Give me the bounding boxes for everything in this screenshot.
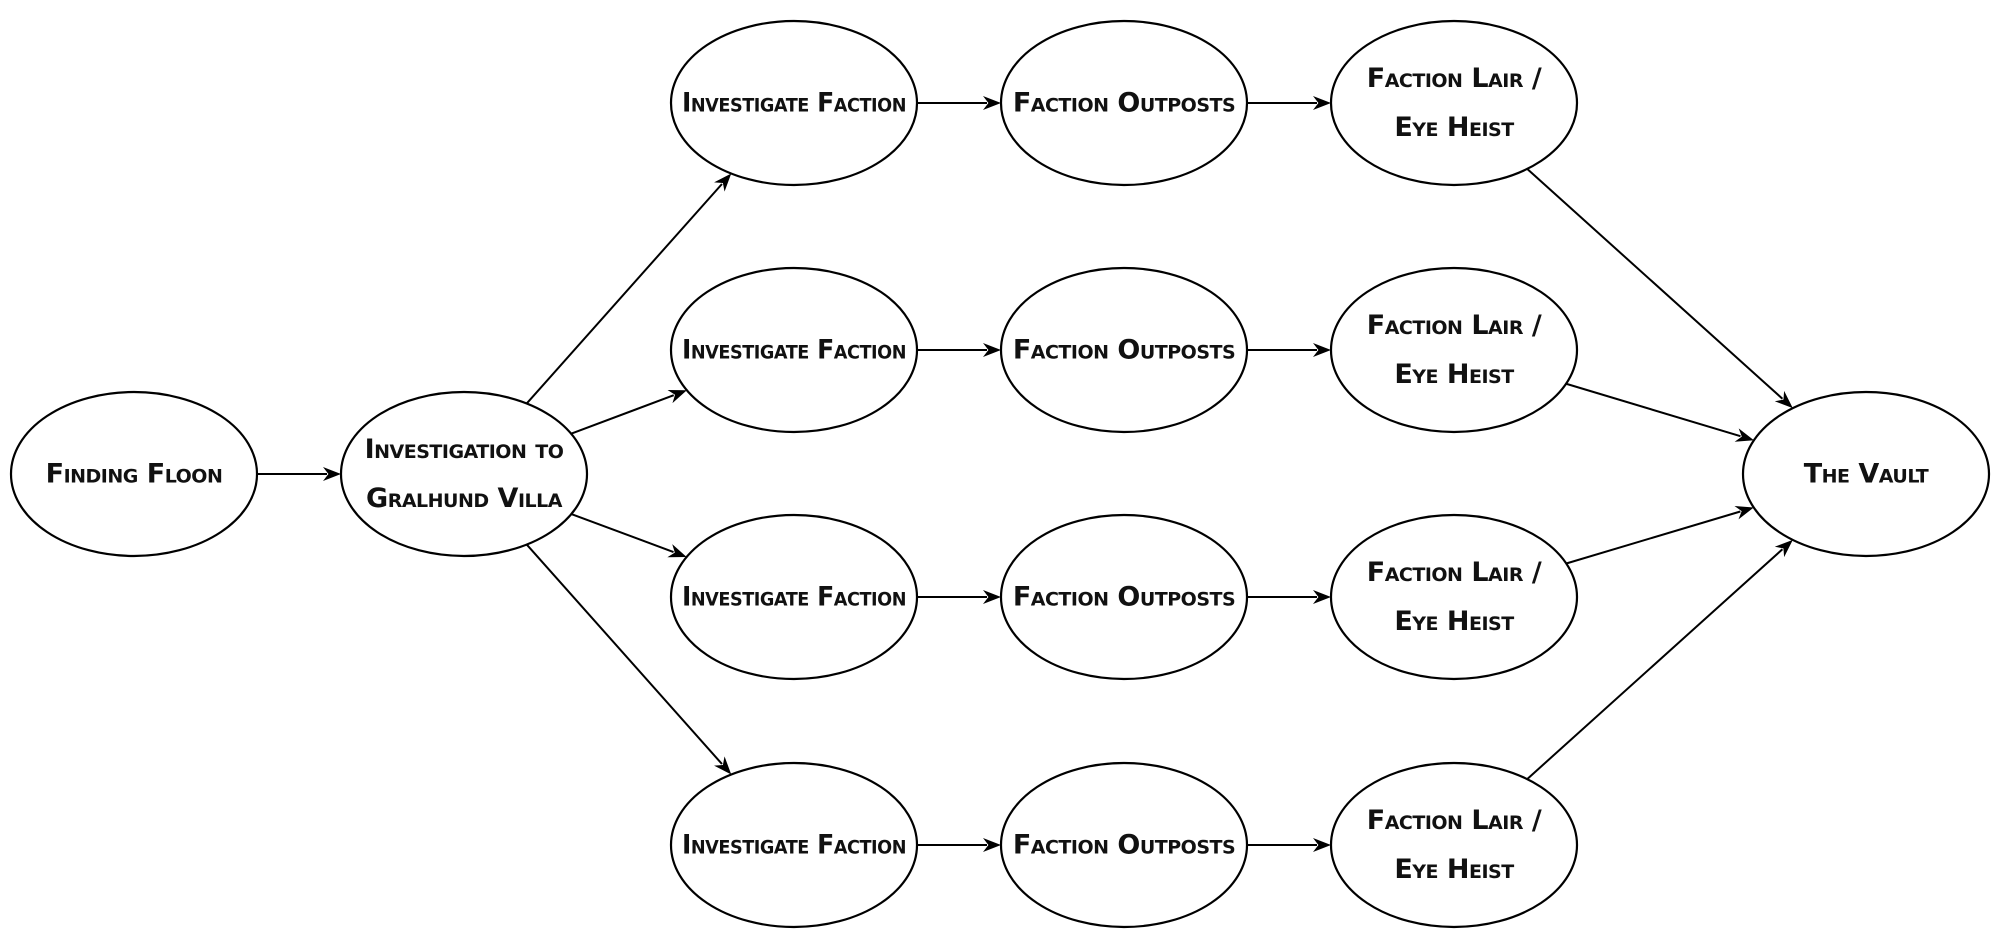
edge-line [1526, 168, 1784, 400]
edge-outposts-2-to-lair-2 [1247, 343, 1331, 357]
node-ellipse [1741, 390, 1991, 558]
node-ellipse [339, 390, 589, 558]
arrowhead-icon [983, 343, 1001, 357]
node-label: Faction Outposts [1013, 335, 1235, 366]
arrowhead-icon [1774, 539, 1793, 558]
arrowhead-icon [714, 756, 732, 775]
arrowhead-icon [1774, 390, 1793, 409]
node-outposts-4: Faction Outposts [999, 761, 1249, 929]
arrowhead-icon [1313, 96, 1331, 110]
node-label: Faction Lair / [1367, 63, 1542, 94]
node-ellipse [669, 19, 919, 187]
edge-outposts-4-to-lair-4 [1247, 838, 1331, 852]
arrowhead-icon [323, 467, 341, 481]
arrowhead-icon [1313, 343, 1331, 357]
node-investigate-2: Investigate Faction [669, 266, 919, 434]
edge-outposts-3-to-lair-3 [1247, 590, 1331, 604]
edge-investigation-villa-to-investigate-4 [525, 543, 732, 775]
arrowhead-icon [714, 173, 732, 192]
node-investigate-4: Investigate Faction [669, 761, 919, 929]
node-label: Gralhund Villa [366, 483, 563, 514]
node-label: Eye Heist [1394, 359, 1514, 390]
node-ellipse [1329, 761, 1579, 929]
edge-line [1565, 510, 1741, 565]
node-outposts-1: Faction Outposts [999, 19, 1249, 187]
edge-lair-1-to-the-vault [1526, 168, 1793, 409]
nodes-layer: Finding Floon Investigation to Gralhund Vi… [9, 19, 1991, 929]
node-label: Eye Heist [1394, 854, 1514, 885]
node-label: Investigate Faction [682, 582, 906, 613]
edge-lair-3-to-the-vault [1565, 505, 1754, 565]
arrowhead-icon [1313, 838, 1331, 852]
node-ellipse [999, 266, 1249, 434]
node-investigation-villa: Investigation to Gralhund Villa [339, 390, 589, 558]
node-label: Investigation to [365, 434, 564, 465]
node-ellipse [1329, 266, 1579, 434]
edge-line [1565, 382, 1741, 438]
node-lair-4: Faction Lair / Eye Heist [1329, 761, 1579, 929]
edge-line [525, 543, 723, 765]
node-lair-3: Faction Lair / Eye Heist [1329, 513, 1579, 681]
node-label: Faction Outposts [1013, 88, 1235, 119]
edge-investigate-4-to-outposts-4 [917, 838, 1001, 852]
node-outposts-2: Faction Outposts [999, 266, 1249, 434]
node-lair-1: Faction Lair / Eye Heist [1329, 19, 1579, 187]
arrowhead-icon [1734, 428, 1754, 442]
arrowhead-icon [1734, 505, 1754, 520]
edge-line [571, 513, 674, 554]
arrowhead-icon [983, 838, 1001, 852]
node-ellipse [1329, 513, 1579, 681]
edge-lair-4-to-the-vault [1526, 539, 1793, 780]
node-outposts-3: Faction Outposts [999, 513, 1249, 681]
edge-line [525, 183, 723, 405]
node-ellipse [9, 390, 259, 558]
node-label: Eye Heist [1394, 112, 1514, 143]
edge-line [1526, 548, 1784, 780]
node-lair-2: Faction Lair / Eye Heist [1329, 266, 1579, 434]
arrowhead-icon [667, 390, 687, 404]
node-ellipse [669, 761, 919, 929]
arrowhead-icon [983, 590, 1001, 604]
node-label: Eye Heist [1394, 606, 1514, 637]
edge-investigate-1-to-outposts-1 [917, 96, 1001, 110]
node-label: Investigate Faction [682, 335, 906, 366]
node-label: Investigate Faction [682, 88, 906, 119]
edge-investigate-3-to-outposts-3 [917, 590, 1001, 604]
edge-investigation-villa-to-investigate-3 [571, 513, 687, 558]
arrowhead-icon [1313, 590, 1331, 604]
node-ellipse [669, 513, 919, 681]
node-ellipse [999, 19, 1249, 187]
edge-outposts-1-to-lair-1 [1247, 96, 1331, 110]
node-investigate-3: Investigate Faction [669, 513, 919, 681]
node-label: Faction Lair / [1367, 310, 1542, 341]
node-label: The Vault [1804, 459, 1929, 490]
edge-investigate-2-to-outposts-2 [917, 343, 1001, 357]
edge-lair-2-to-the-vault [1565, 382, 1754, 442]
node-label: Investigate Faction [682, 830, 906, 861]
arrowhead-icon [667, 544, 687, 558]
edge-line [570, 394, 675, 435]
node-label: Faction Lair / [1367, 557, 1542, 588]
node-label: Faction Outposts [1013, 830, 1235, 861]
edges-layer [257, 96, 1793, 852]
node-label: Faction Lair / [1367, 805, 1542, 836]
node-ellipse [1329, 19, 1579, 187]
edge-investigation-villa-to-investigate-2 [570, 390, 687, 435]
node-ellipse [999, 761, 1249, 929]
node-label: Faction Outposts [1013, 582, 1235, 613]
node-ellipse [669, 266, 919, 434]
node-the-vault: The Vault [1741, 390, 1991, 558]
node-label: Finding Floon [46, 459, 223, 490]
node-investigate-1: Investigate Faction [669, 19, 919, 187]
node-finding-floon: Finding Floon [9, 390, 259, 558]
node-ellipse [999, 513, 1249, 681]
edge-finding-floon-to-investigation-villa [257, 467, 341, 481]
edge-investigation-villa-to-investigate-1 [525, 173, 732, 405]
arrowhead-icon [983, 96, 1001, 110]
